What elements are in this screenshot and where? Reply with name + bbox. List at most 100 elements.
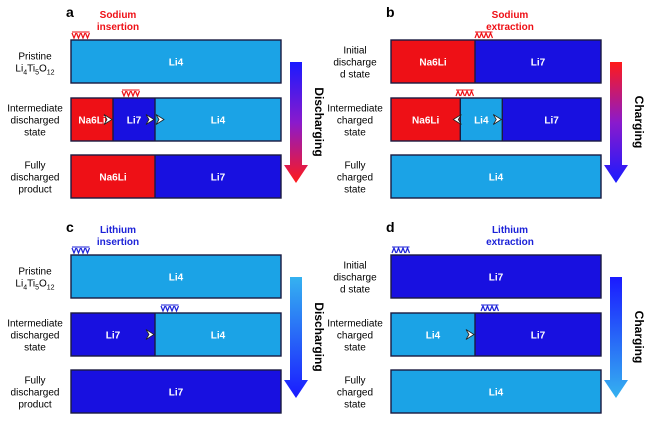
phase-label: Li7 (544, 116, 559, 127)
ion-arrows-icon (455, 89, 475, 97)
phase-label: Na6Li (419, 58, 446, 69)
phase-segment-li4 (71, 40, 281, 83)
state-label-line: charged (337, 116, 373, 127)
phase-label: Li7 (531, 331, 546, 342)
discharging-arrow-icon (284, 62, 308, 183)
state-label-line: discharged (11, 173, 60, 184)
phase-label: Li7 (211, 173, 226, 184)
phase-segment-li4 (460, 98, 503, 141)
bar-outline (70, 312, 282, 357)
bar-outline (390, 39, 602, 84)
bar-outline (70, 369, 282, 414)
discharging-arrow-icon (284, 277, 308, 398)
panel-letter: c (66, 219, 74, 235)
charging-arrow-icon (604, 277, 628, 398)
bar-outline (390, 312, 602, 357)
state-label-line: state (344, 343, 366, 354)
ion-arrows-icon (121, 89, 141, 98)
phase-segment-li4 (391, 313, 475, 356)
ion-arrows-icon (474, 31, 494, 39)
phase-label: Na6Li (78, 116, 105, 127)
state-label-line: Intermediate (327, 319, 383, 330)
bar-outline (390, 154, 602, 199)
bar-outline (390, 97, 602, 142)
process-label-line: Lithium (100, 225, 136, 236)
phase-segment-na6li (391, 40, 475, 83)
phase-label: Li4 (211, 116, 226, 127)
panel-letter: a (66, 4, 74, 20)
state-label-line: state (344, 400, 366, 411)
state-label-line: Intermediate (327, 104, 383, 115)
chevron-right-icon (492, 114, 503, 125)
state-label-line: Pristine (18, 267, 52, 278)
process-label-line: insertion (97, 237, 139, 248)
phase-segment-li7 (475, 40, 601, 83)
process-label-line: insertion (97, 22, 139, 33)
phase-segment-li7 (113, 98, 155, 141)
phase-label: Li4 (169, 58, 184, 69)
bar-outline (70, 154, 282, 199)
state-label-line: Initial (343, 261, 366, 272)
phase-segment-li7 (391, 255, 601, 298)
state-label-line: product (18, 400, 52, 411)
state-label-line: d state (340, 70, 370, 81)
bar-outline (70, 254, 282, 299)
panel-letter: b (386, 4, 395, 20)
phase-label: Li7 (531, 58, 546, 69)
state-label-line: Li4Ti5O12 (15, 64, 54, 77)
state-label-line: Intermediate (7, 104, 63, 115)
phase-label: Li7 (106, 331, 121, 342)
phase-label: Li7 (127, 116, 142, 127)
state-label-line: Intermediate (7, 319, 63, 330)
ion-arrows-icon (71, 31, 91, 40)
phase-label: Na6Li (412, 116, 439, 127)
ion-arrows-icon (391, 246, 411, 254)
state-label-line: Fully (344, 161, 365, 172)
state-label-line: product (18, 185, 52, 196)
state-label-line: charged (337, 388, 373, 399)
bar-outline (70, 97, 282, 142)
phase-label: Li4 (474, 116, 489, 127)
phase-segment-li7 (71, 313, 155, 356)
state-label-line: charged (337, 173, 373, 184)
chevron-right-icon (145, 329, 155, 340)
state-label-line: Li4Ti5O12 (15, 279, 54, 292)
ion-arrows-icon (71, 246, 91, 255)
phase-segment-li4 (71, 255, 281, 298)
process-direction-label: Charging (632, 311, 646, 364)
phase-label: Li4 (169, 273, 184, 284)
state-label-line: charged (337, 331, 373, 342)
ion-arrows-icon (160, 304, 180, 313)
chevron-right-icon (145, 114, 155, 125)
phase-label: Li7 (169, 388, 184, 399)
phase-segment-li4 (391, 155, 601, 198)
process-label-line: extraction (486, 22, 534, 33)
phase-segment-li7 (155, 155, 281, 198)
state-label-line: Fully (344, 376, 365, 387)
state-label-line: state (24, 128, 46, 139)
process-label-line: Sodium (100, 10, 137, 21)
phase-segment-na6li (71, 98, 113, 141)
state-label-line: Pristine (18, 52, 52, 63)
state-label-line: discharged (11, 331, 60, 342)
process-direction-label: Discharging (312, 87, 326, 156)
chevron-right-icon (103, 114, 113, 125)
bar-outline (70, 39, 282, 84)
phase-label: Li4 (426, 331, 441, 342)
phase-label: Li4 (211, 331, 226, 342)
state-label-line: state (24, 343, 46, 354)
chevron-right-icon (465, 329, 475, 340)
bar-outline (390, 369, 602, 414)
state-label-line: Fully (24, 161, 45, 172)
